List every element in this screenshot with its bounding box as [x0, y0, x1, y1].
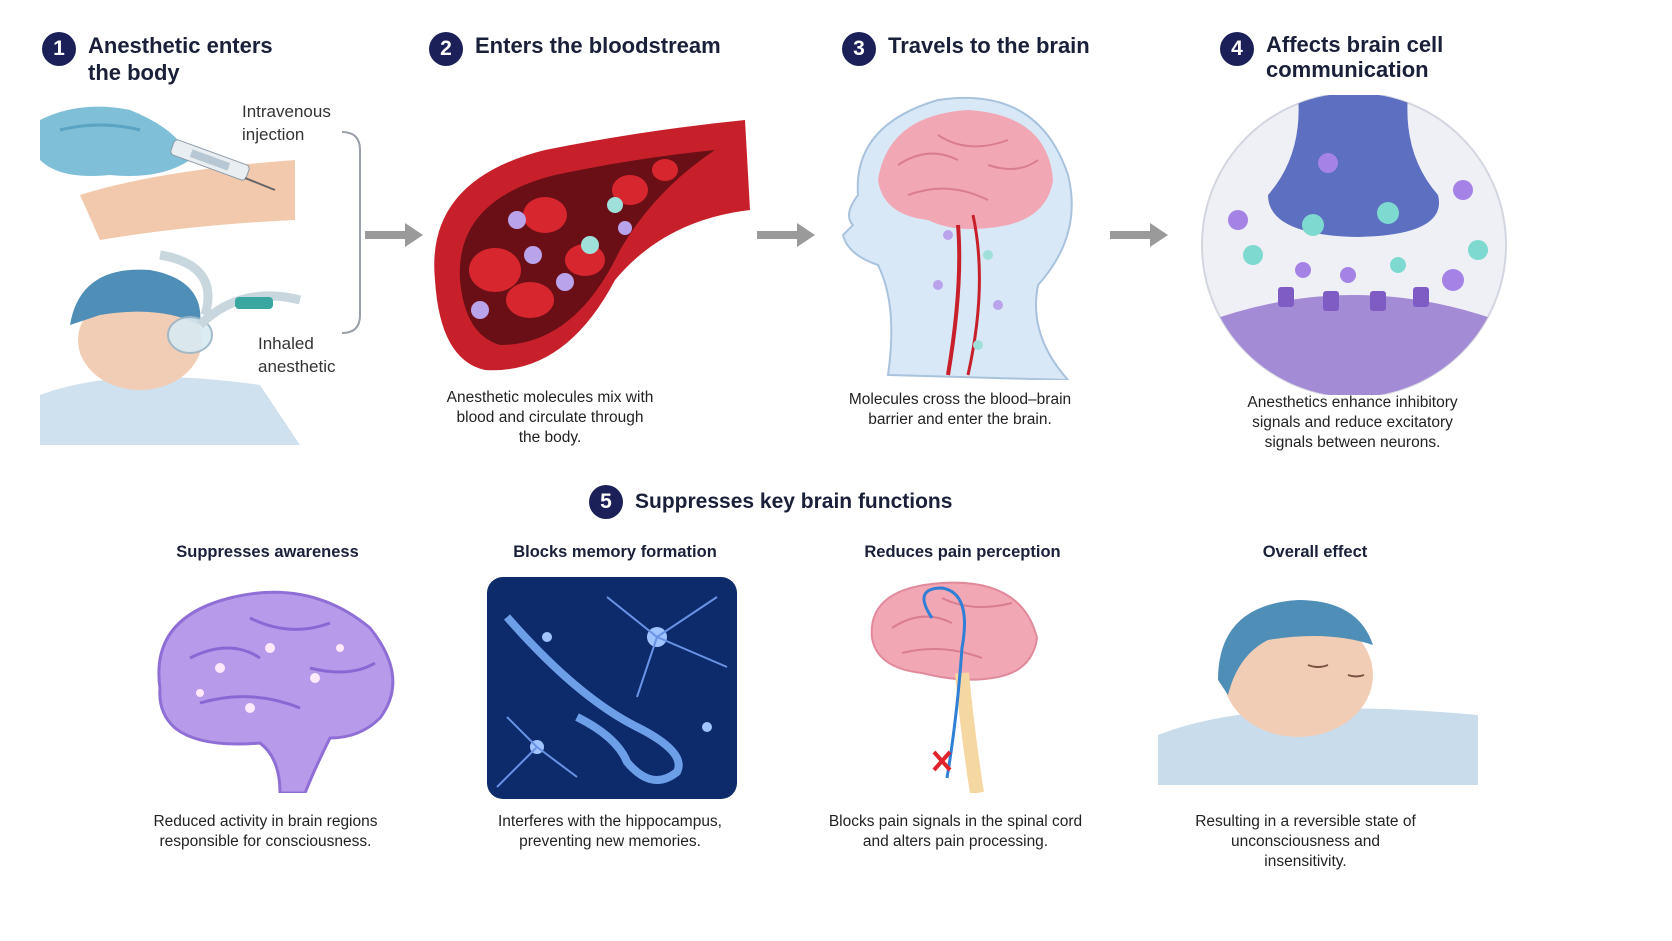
step-3-heading: 3 Travels to the brain [842, 32, 1148, 66]
function-2-caption: Interferes with the hippocampus, prevent… [497, 813, 722, 850]
function-1-caption: Reduced activity in brain regions respon… [153, 813, 378, 850]
step-3-caption: Molecules cross the blood–brain barrier … [848, 391, 1072, 428]
blood-vessel-illustration [415, 110, 755, 380]
sleeping-patient-illustration [1158, 585, 1478, 785]
step-number-badge: 4 [1220, 32, 1254, 66]
step-number-badge: 1 [42, 32, 76, 66]
function-2-title: Blocks memory formation [513, 543, 717, 561]
step-number-badge: 2 [429, 32, 463, 66]
function-3-caption: Blocks pain signals in the spinal cord a… [828, 813, 1083, 850]
arrow-1-to-2-icon [365, 222, 425, 248]
step-number-badge: 5 [589, 485, 623, 519]
function-4-title: Overall effect [1262, 543, 1368, 561]
inhaled-anesthetic-label: Inhaled anesthetic [258, 334, 336, 376]
step-4-heading: 4 Affects brain cell communication [1220, 32, 1466, 82]
step-title: Affects brain cell communication [1266, 32, 1444, 82]
step-title: Travels to the brain [888, 33, 1090, 58]
inhaled-anesthetic-illustration [40, 245, 310, 445]
step-title: Anesthetic enters the body [88, 33, 273, 85]
iv-injection-label: Intravenous injection [242, 102, 331, 144]
step-1-heading: 1 Anesthetic enters the body [42, 32, 288, 86]
neuron-memory-illustration [487, 577, 737, 799]
iv-injection-illustration [40, 100, 300, 240]
step-2-caption: Anesthetic molecules mix with blood and … [446, 389, 654, 446]
function-3-title: Reduces pain perception [864, 543, 1061, 561]
step-4-caption: Anesthetics enhance inhibitory signals a… [1247, 394, 1458, 451]
brain-spinal-cord-illustration [862, 578, 1042, 793]
route-bracket [340, 130, 364, 335]
step-title: Suppresses key brain functions [635, 490, 953, 513]
function-4-caption: Resulting in a reversible state of uncon… [1195, 813, 1416, 870]
glowing-brain-illustration [140, 578, 405, 793]
function-1-title: Suppresses awareness [176, 543, 359, 561]
head-brain-illustration [838, 85, 1098, 380]
step-5-heading: 5 Suppresses key brain functions [589, 485, 955, 519]
arrow-3-to-4-icon [1110, 222, 1170, 248]
arrow-2-to-3-icon [757, 222, 817, 248]
step-title: Enters the bloodstream [475, 33, 721, 58]
step-number-badge: 3 [842, 32, 876, 66]
synapse-illustration [1198, 95, 1510, 395]
step-2-heading: 2 Enters the bloodstream [429, 32, 755, 66]
